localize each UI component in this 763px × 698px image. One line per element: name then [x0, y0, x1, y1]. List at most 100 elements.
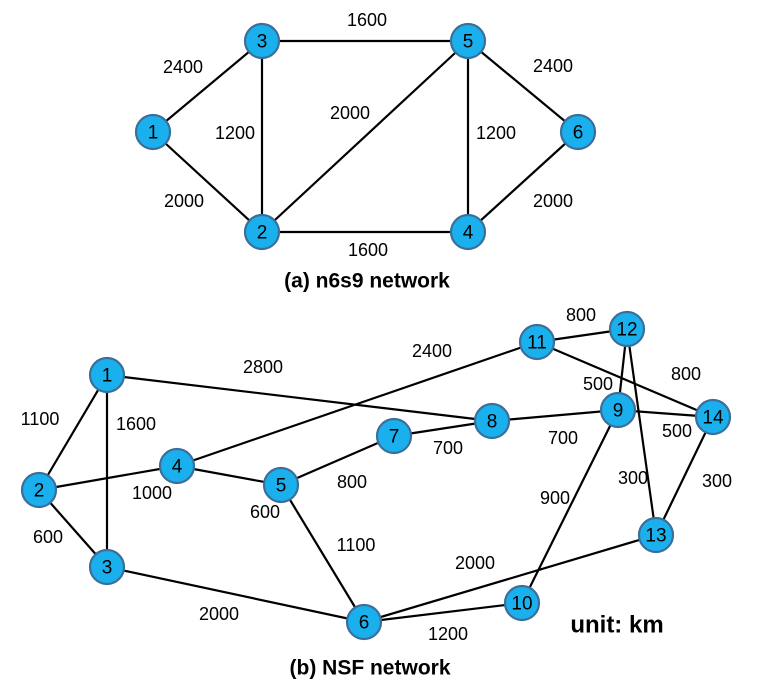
nsf-node-circle-14 — [694, 398, 732, 436]
nsf-link-12-13 — [625, 328, 658, 536]
n6s9-link-label-2-4: 1600 — [348, 240, 388, 260]
nsf-link-5-7 — [280, 434, 395, 487]
nsf-node-label-4: 4 — [172, 457, 183, 478]
n6s9-node-label-2: 2 — [257, 223, 268, 244]
nsf-node-circle-12 — [608, 310, 646, 348]
n6s9-link-label-1-3: 2400 — [163, 57, 203, 77]
n6s9-node-label-6: 6 — [573, 123, 584, 144]
nsf-link-label-11-12: 800 — [566, 305, 596, 325]
n6s9-link-4-6 — [467, 131, 579, 233]
n6s9-node-label-4: 4 — [463, 223, 474, 244]
n6s9-node-circle-4 — [449, 213, 487, 251]
nsf-node-circle-7 — [375, 417, 413, 455]
nsf-link-label-11-14: 800 — [671, 364, 701, 384]
nsf-link-label-12-13: 300 — [618, 468, 648, 488]
n6s9-node-label-1: 1 — [148, 123, 159, 144]
nsf-link-1-8 — [106, 373, 493, 423]
nsf-node-circle-4 — [158, 447, 196, 485]
caption-n6s9: (a) n6s9 network — [284, 270, 450, 293]
nsf-link-2-4 — [38, 464, 178, 492]
nsf-node-label-5: 5 — [276, 476, 287, 497]
nsf-link-8-9 — [491, 408, 619, 423]
n6s9-node-5: 5 — [449, 22, 487, 60]
nsf-node-circle-10 — [503, 584, 541, 622]
nsf-link-9-10 — [521, 409, 619, 604]
nsf-node-circle-6 — [345, 603, 383, 641]
nsf-link-label-13-14: 300 — [702, 471, 732, 491]
nsf-node-1: 1 — [88, 356, 126, 394]
nsf-link-label-9-14: 500 — [662, 421, 692, 441]
n6s9-node-circle-1 — [134, 113, 172, 151]
nsf-node-11: 11 — [518, 323, 556, 361]
n6s9-node-circle-5 — [449, 22, 487, 60]
n6s9-link-label-4-6: 2000 — [533, 191, 573, 211]
nsf-link-label-2-3: 600 — [33, 527, 63, 547]
nsf-node-circle-1 — [88, 356, 126, 394]
nsf-node-8: 8 — [473, 402, 511, 440]
nsf-link-6-13 — [363, 533, 657, 624]
nsf-node-12: 12 — [608, 310, 646, 348]
nsf-node-10: 10 — [503, 584, 541, 622]
n6s9-nodes: 1 2 3 4 5 6 — [134, 22, 597, 251]
nsf-node-label-3: 3 — [102, 558, 113, 579]
n6s9-node-6: 6 — [559, 113, 597, 151]
n6s9-link-1-3 — [152, 40, 263, 133]
nsf-link-label-1-3: 1600 — [116, 414, 156, 434]
nsf-link-label-7-8: 700 — [433, 438, 463, 458]
nsf-link-label-5-7: 800 — [337, 472, 367, 492]
nsf-link-label-6-13: 2000 — [455, 553, 495, 573]
n6s9-node-4: 4 — [449, 213, 487, 251]
nsf-link-label-4-11: 2400 — [412, 341, 452, 361]
caption-nsf: (b) NSF network — [290, 657, 451, 680]
nsf-node-label-12: 12 — [616, 320, 637, 341]
nsf-node-7: 7 — [375, 417, 413, 455]
nsf-node-label-13: 13 — [645, 526, 666, 547]
n6s9-node-label-3: 3 — [257, 32, 268, 53]
nsf-link-label-4-5: 600 — [250, 502, 280, 522]
n6s9-node-circle-6 — [559, 113, 597, 151]
nsf-node-circle-13 — [637, 516, 675, 554]
nsf-link-13-14 — [655, 416, 714, 536]
n6s9-node-circle-2 — [243, 213, 281, 251]
nsf-link-label-3-6: 2000 — [199, 604, 239, 624]
nsf-node-2: 2 — [20, 471, 58, 509]
nsf-node-circle-9 — [599, 391, 637, 429]
n6s9-link-label-1-2: 2000 — [164, 191, 204, 211]
nsf-node-6: 6 — [345, 603, 383, 641]
n6s9-link-label-5-4: 1200 — [476, 123, 516, 143]
nsf-link-label-2-4: 1000 — [132, 483, 172, 503]
nsf-link-label-6-10: 1200 — [428, 624, 468, 644]
nsf-node-label-8: 8 — [487, 412, 498, 433]
nsf-node-label-2: 2 — [34, 481, 45, 502]
n6s9-node-circle-3 — [243, 22, 281, 60]
nsf-link-1-2 — [38, 374, 108, 491]
nsf-link-label-9-12: 500 — [583, 374, 613, 394]
nsf-node-label-14: 14 — [702, 408, 724, 429]
n6s9-link-label-3-2: 1200 — [215, 123, 255, 143]
nsf-node-circle-3 — [88, 548, 126, 586]
n6s9-link-label-2-5: 2000 — [330, 103, 370, 123]
nsf-node-label-7: 7 — [389, 427, 400, 448]
nsf-node-circle-2 — [20, 471, 58, 509]
nsf-node-5: 5 — [262, 466, 300, 504]
nsf-node-4: 4 — [158, 447, 196, 485]
nsf-node-9: 9 — [599, 391, 637, 429]
nsf-node-circle-8 — [473, 402, 511, 440]
nsf-link-label-5-6: 1100 — [337, 535, 376, 555]
n6s9-node-label-5: 5 — [463, 32, 474, 53]
n6s9-link-2-5 — [261, 40, 469, 233]
nsf-link-6-10 — [363, 601, 523, 624]
nsf-link-label-8-9: 700 — [548, 428, 578, 448]
n6s9-link-label-3-5: 1600 — [347, 10, 387, 30]
nsf-node-14: 14 — [694, 398, 732, 436]
nsf-link-11-14 — [536, 340, 714, 419]
nsf-link-label-9-10: 900 — [540, 488, 570, 508]
nsf-node-label-10: 10 — [511, 594, 532, 615]
nsf-link-label-1-8: 2800 — [243, 357, 283, 377]
nsf-link-5-6 — [280, 484, 365, 623]
